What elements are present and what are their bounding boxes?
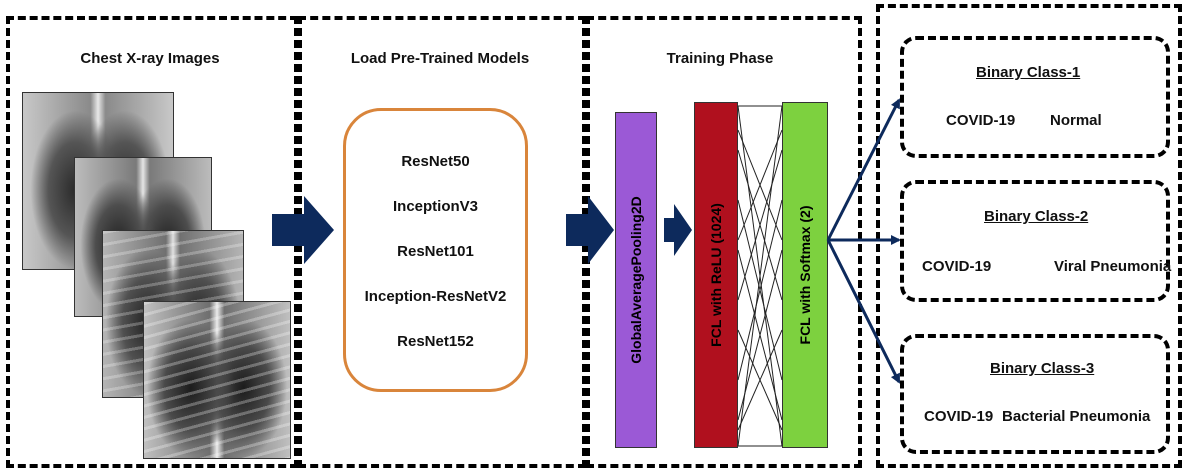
model-inceptionv3: InceptionV3 <box>392 198 478 215</box>
dense-connections <box>737 105 783 447</box>
model-resnet101: ResNet101 <box>397 243 474 260</box>
model-resnet50: ResNet50 <box>401 153 470 170</box>
global-average-pooling-layer: GlobalAveragePooling2D <box>615 112 657 448</box>
binary-class-3-left: COVID-19 <box>924 408 994 425</box>
classification-section <box>876 4 1182 468</box>
binary-class-1-title: Binary Class-1 <box>976 64 1081 81</box>
binary-class-3-title: Binary Class-3 <box>990 360 1095 377</box>
arrow-pooling-to-fcl-icon <box>664 204 692 256</box>
fcl-softmax-layer: FCL with Softmax (2) <box>782 102 828 448</box>
pretrained-models-box: ResNet50 InceptionV3 ResNet101 Inception… <box>343 108 528 392</box>
arrow-to-class-1 <box>826 98 901 241</box>
arrow-to-class-3 <box>826 239 901 384</box>
binary-class-2-title: Binary Class-2 <box>984 208 1089 225</box>
binary-class-3-box: Binary Class-3 COVID-19 Bacterial Pneumo… <box>900 334 1170 454</box>
binary-class-1-right: Normal <box>1050 112 1102 129</box>
binary-class-2-left: COVID-19 <box>922 258 992 275</box>
arrow-models-to-pooling-icon <box>566 196 614 264</box>
binary-class-2-right: Viral Pneumonia <box>1054 258 1172 275</box>
binary-class-3-right: Bacterial Pneumonia <box>1002 408 1151 425</box>
xray-image-4 <box>143 301 291 459</box>
fcl-relu-layer: FCL with ReLU (1024) <box>694 102 738 448</box>
xray-section-title: Chest X-ray Images <box>80 50 220 67</box>
models-section-title: Load Pre-Trained Models <box>350 50 530 67</box>
arrow-xray-to-models-icon <box>272 196 334 264</box>
binary-class-1-box: Binary Class-1 COVID-19 Normal <box>900 36 1170 158</box>
binary-class-1-left: COVID-19 <box>946 112 1016 129</box>
training-section-title: Training Phase <box>666 50 774 67</box>
model-resnet152: ResNet152 <box>397 333 474 350</box>
model-inception-resnetv2: Inception-ResNetV2 <box>364 288 507 305</box>
binary-class-2-box: Binary Class-2 COVID-19 Viral Pneumonia <box>900 180 1172 302</box>
